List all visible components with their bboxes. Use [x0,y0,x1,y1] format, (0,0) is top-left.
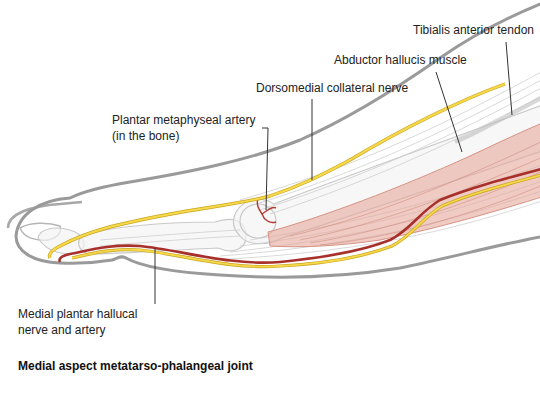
dorsomedial-collateral-nerve [49,84,505,258]
leader-line [436,72,462,152]
leader-line [506,42,512,115]
tendon-fibres [100,70,540,260]
abductor-hallucis-muscle [268,122,540,247]
part-label: Medial plantar hallucal nerve and artery [18,306,168,338]
part-label: Abductor hallucis muscle [334,52,467,68]
part-label: Tibialis anterior tendon [413,22,534,38]
foot-outline [16,2,540,277]
nerve-edge [49,84,505,258]
leader-lines [155,42,512,304]
leader-line [312,99,313,180]
leader-line [262,128,268,210]
caption: Medial aspect metatarso-phalangeal joint [18,358,253,374]
part-label: Dorsomedial collateral nerve [256,80,408,96]
leader-line [155,248,156,304]
part-label: Plantar metaphyseal artery (in the bone) [112,112,262,144]
nerve-edge [72,174,540,267]
medial-plantar-hallucal-nerve [72,174,540,267]
bones [38,104,540,254]
distal-phalanx [38,228,84,254]
